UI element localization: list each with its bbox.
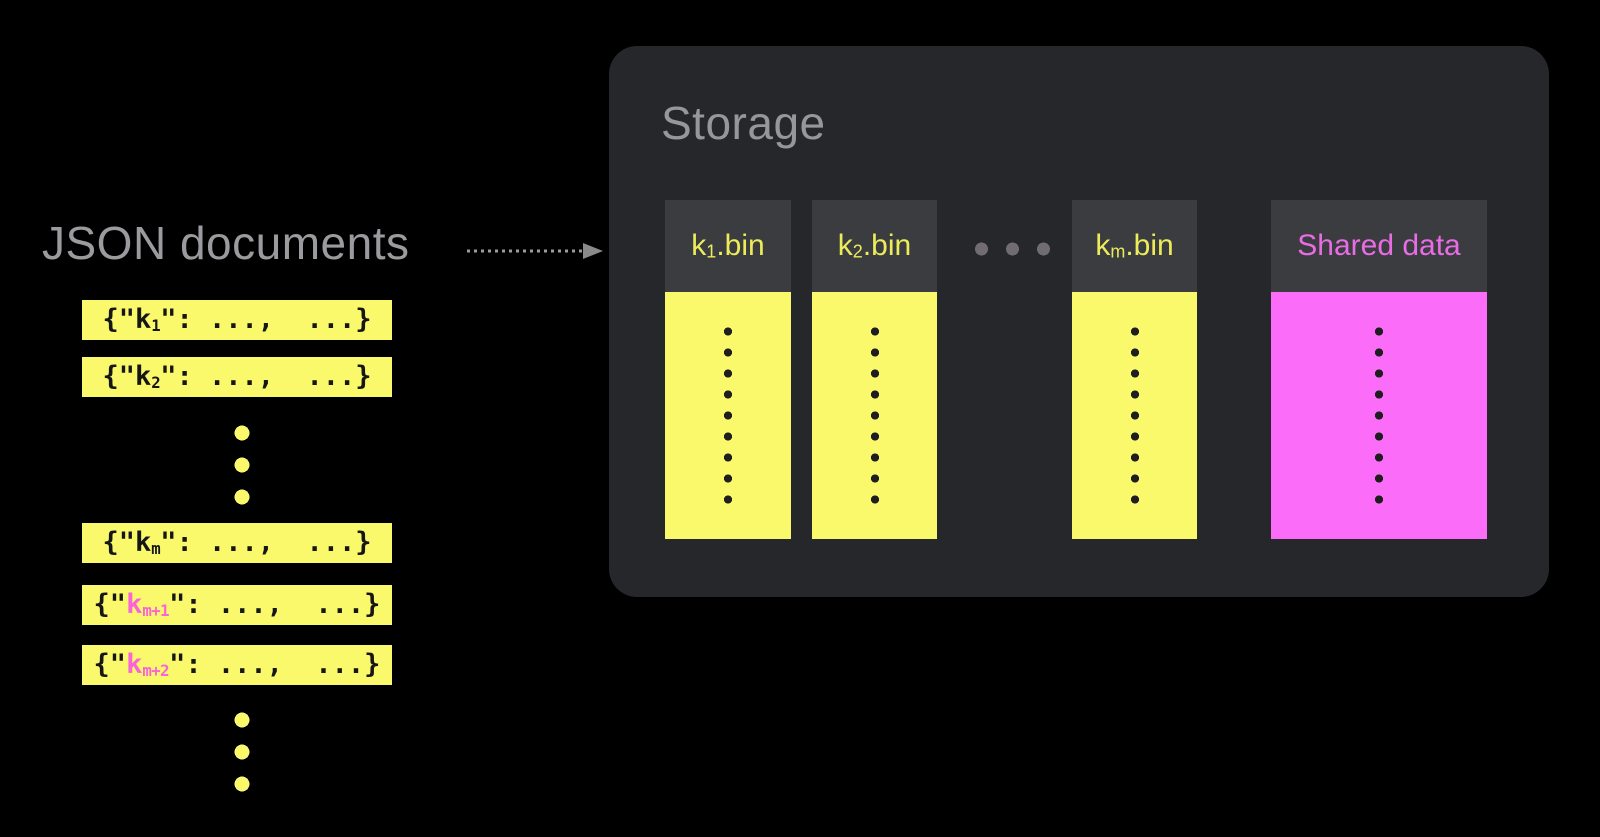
json-document-bar-km1: {"km+1": ..., ...} [82,585,392,625]
json-document-bar-km: {"km": ..., ...} [82,523,392,563]
bin-label: k1.bin [691,229,765,262]
bin-label: km.bin [1095,229,1174,262]
storage-title: Storage [661,97,826,149]
shared-data-label: Shared data [1297,229,1461,262]
shared-data-header: Shared data [1271,200,1487,292]
bin-column-km: km.bin [1072,200,1197,539]
vertical-ellipsis-icon [1129,321,1140,510]
json-document-bar-k2: {"k2": ..., ...} [82,357,392,397]
vertical-ellipsis-icon [234,704,250,800]
bin-column-k2: k2.bin [812,200,937,539]
bin-body [665,292,791,539]
json-document-bar-k1: {"k1": ..., ...} [82,300,392,340]
document-text: {"k1": ..., ...} [102,304,372,336]
vertical-ellipsis-icon [1374,321,1384,510]
document-text: {"km": ..., ...} [102,527,372,559]
bin-body [1072,292,1197,539]
json-document-bar-km2: {"km+2": ..., ...} [82,645,392,685]
bin-label: k2.bin [837,229,912,262]
bin-body [812,292,937,539]
shared-data-column: Shared data [1271,200,1487,539]
bin-header: k1.bin [665,200,791,292]
document-text: {"k2": ..., ...} [102,361,372,393]
dotted-arrow-icon [455,241,607,266]
bin-column-k1: k1.bin [665,200,791,539]
shared-data-body [1271,292,1487,539]
bin-header: k2.bin [812,200,937,292]
document-text: {"km+1": ..., ...} [93,589,381,621]
vertical-ellipsis-icon [234,417,250,513]
document-text: {"km+2": ..., ...} [93,649,381,681]
horizontal-ellipsis-icon [966,242,1059,256]
bin-header: km.bin [1072,200,1197,292]
json-documents-title: JSON documents [42,217,410,269]
vertical-ellipsis-icon [723,321,733,510]
storage-panel: Storage k1.bin k2.bin km.bin [609,46,1549,597]
vertical-ellipsis-icon [869,321,880,510]
